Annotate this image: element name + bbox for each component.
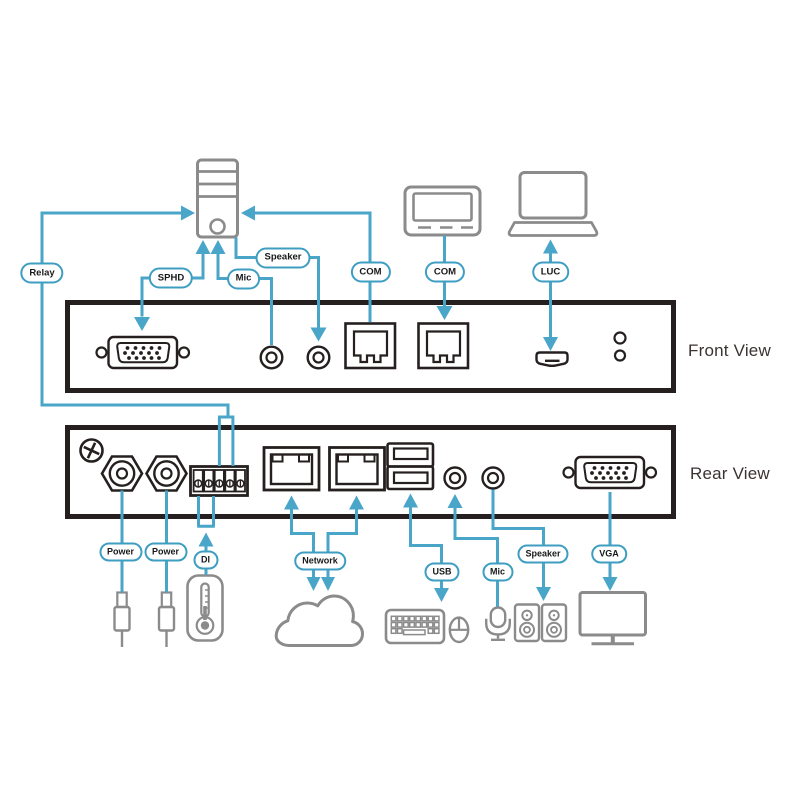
relay-label: Relay xyxy=(20,262,64,284)
power-2-label: Power xyxy=(143,542,188,561)
mic-front-label: Mic xyxy=(226,268,261,289)
di-label: DI xyxy=(193,550,218,569)
di-terminal-block-icon xyxy=(189,465,249,497)
speaker-jack-rear-icon xyxy=(481,466,505,490)
power-1-label: Power xyxy=(98,542,143,561)
sphd-port-icon xyxy=(95,335,191,370)
monitor-icon xyxy=(578,591,647,646)
mic-rear-label: Mic xyxy=(481,562,514,581)
speaker-front-label: Speaker xyxy=(255,247,311,268)
keyboard-icon xyxy=(384,608,446,645)
mic-jack-rear-icon xyxy=(443,466,467,490)
mic-jack-front-icon xyxy=(259,345,284,370)
arrow-into-tower-left xyxy=(181,205,195,221)
com-left-label: COM xyxy=(350,261,391,283)
com-right-label: COM xyxy=(424,261,466,283)
arrow-into-tower-right xyxy=(241,205,255,221)
speaker-jack-front-icon xyxy=(306,345,331,370)
luc-port-icon xyxy=(535,351,569,367)
di-connection xyxy=(197,496,215,575)
usb-ports-icon xyxy=(386,442,435,491)
speakers-icon xyxy=(513,603,568,643)
rear-view-label: Rear View xyxy=(690,464,770,483)
control-panel-icon xyxy=(403,185,482,237)
luc-label: LUC xyxy=(531,261,570,283)
power-plug-icon-2 xyxy=(157,591,176,647)
sphd-label: SPHD xyxy=(148,267,194,289)
vga-label: VGA xyxy=(591,544,627,563)
cloud-icon xyxy=(274,594,364,647)
mouse-icon xyxy=(448,616,470,644)
com-port-1-icon xyxy=(344,322,397,370)
com-port-2-icon xyxy=(417,322,470,370)
grounding-screw-icon xyxy=(79,438,104,463)
rear-panel-body xyxy=(65,425,676,519)
laptop-icon xyxy=(507,171,599,237)
front-led-indicators xyxy=(613,331,627,362)
lan-port-2-icon xyxy=(328,446,386,492)
power-jack-2-icon xyxy=(144,455,189,492)
power-plug-icon-1 xyxy=(113,591,131,647)
usb-label: USB xyxy=(424,562,460,581)
thermometer-icon xyxy=(186,574,224,642)
rear-panel xyxy=(65,425,676,519)
relay-connection xyxy=(40,205,235,466)
speaker-rear-label: Speaker xyxy=(517,544,569,563)
com-left-connection xyxy=(241,205,372,322)
lan-port-1-icon xyxy=(262,446,321,492)
microphone-icon xyxy=(485,606,511,641)
computer-tower-icon xyxy=(196,158,239,239)
front-view-label: Front View xyxy=(688,341,771,360)
power-jack-1-icon xyxy=(100,455,144,492)
vga-port-rear-icon xyxy=(562,455,658,490)
network-label: Network xyxy=(294,551,346,570)
